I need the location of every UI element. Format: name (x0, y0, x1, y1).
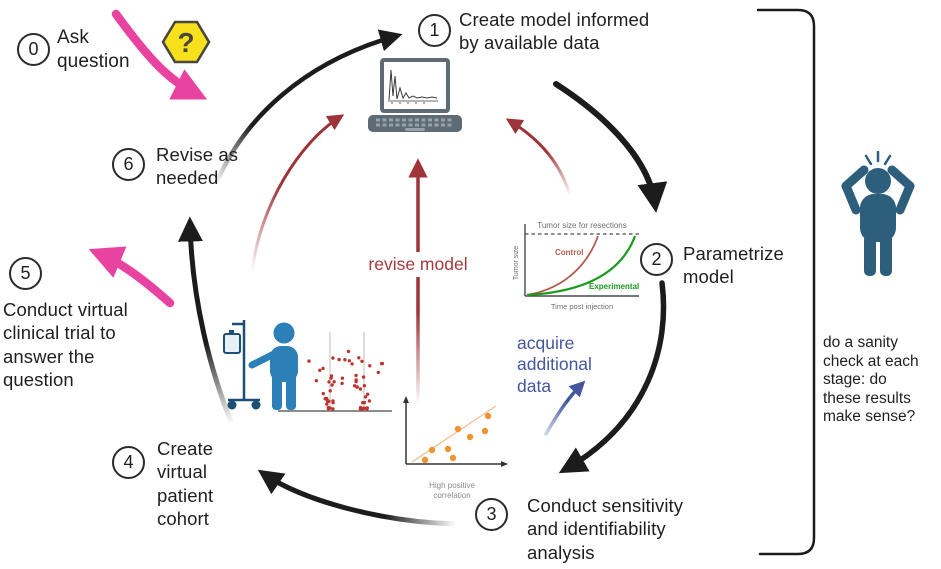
arrow-revise-right-to-laptop (505, 118, 572, 197)
tumor-growth-chart: Tumor size for resections Control Experi… (513, 221, 639, 311)
svg-text:Time post injection: Time post injection (551, 302, 613, 311)
revise-model-label: revise model (352, 252, 484, 277)
person-body (841, 165, 915, 276)
cohort-swarm-plot (278, 332, 392, 412)
sanity-bracket (756, 8, 816, 556)
step-3-label: Conduct sensitivity and identifiability … (527, 495, 684, 563)
step-1-circle: 1 (418, 14, 451, 47)
patient-icon (248, 322, 298, 410)
arrow-step3-to-step4 (257, 469, 457, 527)
question-hexagon-icon: ? (161, 20, 211, 64)
step-6-circle: 6 (112, 148, 145, 181)
scatter-dots (421, 412, 492, 464)
arrow-acquire-data (544, 380, 586, 436)
arrow-step1-to-step2 (553, 81, 668, 213)
correlation-scatter-chart (403, 396, 508, 467)
svg-text:Control: Control (555, 248, 583, 257)
laptop-screen-chart (388, 69, 438, 104)
stressed-person-icon (841, 150, 915, 276)
step-0-label: Ask question (57, 27, 130, 73)
sanity-check-note: do a sanity check at each stage: do thes… (823, 334, 919, 426)
laptop-icon (368, 58, 462, 132)
arrow-step5-to-step6 (177, 216, 235, 425)
arrow-cycle-to-step5 (88, 246, 175, 308)
step-4-circle: 4 (112, 446, 145, 479)
iv-drip-icon (223, 320, 261, 410)
stress-lines (864, 150, 892, 166)
step-6-label: Revise as needed (156, 144, 239, 189)
arrow-step6-to-step1 (213, 29, 403, 185)
step-1-label: Create model informed by available data (459, 9, 650, 54)
step-2-label: Parametrize model (683, 243, 784, 288)
scatter-caption: High positive correlation (429, 481, 475, 501)
arrow-question-to-cycle (111, 9, 208, 100)
svg-text:Tumor size: Tumor size (513, 246, 520, 280)
arrow-revise-left-to-laptop (250, 114, 345, 273)
acquire-data-label: acquire additional data (517, 333, 592, 396)
arrow-step2-to-step3 (558, 280, 667, 474)
svg-text:Experimental: Experimental (589, 282, 639, 291)
svg-text:?: ? (177, 27, 194, 58)
step-4-label: Create virtual patient cohort (157, 438, 214, 530)
step-0-circle: 0 (17, 33, 50, 66)
virtual-cohort-icon (223, 320, 392, 412)
step-2-circle: 2 (640, 243, 673, 276)
cohort-swarm-dots (307, 349, 385, 411)
step-5-label: Conduct virtual clinical trial to answer… (3, 299, 128, 391)
step-3-circle: 3 (475, 498, 508, 531)
step-5-circle: 5 (9, 257, 42, 290)
svg-text:Tumor size for resections: Tumor size for resections (537, 221, 627, 230)
